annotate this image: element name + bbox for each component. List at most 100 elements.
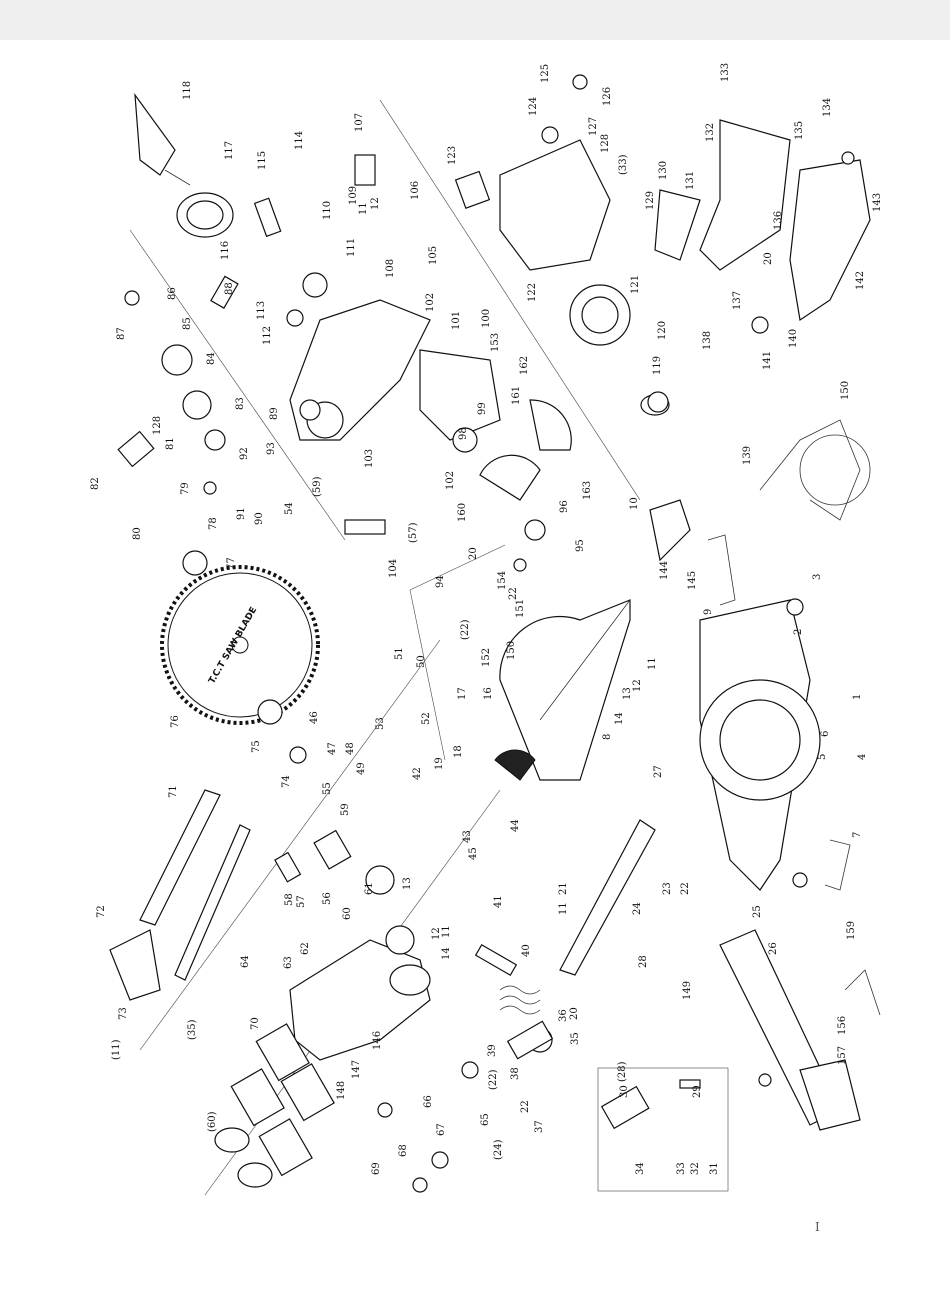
part-number-label: 87 (116, 327, 127, 340)
part-number-label: 48 (345, 742, 356, 755)
part-number-label: (28) (617, 1061, 628, 1082)
part-number-label: 117 (224, 141, 235, 160)
part-number-label: 4 (857, 754, 868, 760)
part-number-label: 136 (773, 211, 784, 230)
part-number-label: 29 (692, 1085, 703, 1098)
part-number-label: 11 (441, 925, 452, 938)
part-number-label: 125 (540, 64, 551, 83)
part-number-label: 40 (521, 944, 532, 957)
part-number-label: 20 (763, 252, 774, 265)
part-number-label: 110 (322, 201, 333, 220)
saw-blade: T.C.T SAW BLADE (160, 565, 320, 725)
part-number-label: 47 (327, 742, 338, 755)
part-number-label: 146 (372, 1031, 383, 1050)
part-number-label: 7 (852, 832, 863, 838)
part-number-label: 73 (118, 1007, 129, 1020)
part-number-label: 163 (582, 481, 593, 500)
part-number-label: 68 (398, 1144, 409, 1157)
part-number-label: 147 (351, 1060, 362, 1079)
part-number-label: 23 (662, 882, 673, 895)
part-number-label: 44 (510, 819, 521, 832)
part-number-label: 124 (528, 97, 539, 116)
part-number-label: 109 (348, 186, 359, 205)
part-number-label: 80 (132, 527, 143, 540)
part-number-label: 128 (600, 134, 611, 153)
part-number-label: 8 (602, 734, 613, 740)
part-number-label: 27 (653, 765, 664, 778)
part-number-label: 46 (309, 711, 320, 724)
lower-guard (479, 399, 572, 501)
part-number-label: 86 (167, 287, 178, 300)
part-number-label: 59 (340, 803, 351, 816)
part-number-label: 2 (793, 629, 804, 635)
part-number-label: 114 (294, 131, 305, 150)
part-number-label: 96 (559, 500, 570, 513)
part-number-label: 45 (468, 847, 479, 860)
part-number-label: 6 (820, 731, 831, 737)
part-number-label: 104 (388, 559, 399, 578)
part-number-label: 82 (90, 477, 101, 490)
part-number-label: 10 (629, 497, 640, 510)
part-number-label: 94 (435, 575, 446, 588)
part-number-label: 49 (356, 762, 367, 775)
part-number-label: 140 (788, 329, 799, 348)
part-number-label: 122 (527, 283, 538, 302)
part-number-label: (22) (488, 1069, 499, 1090)
part-number-label: 56 (322, 892, 333, 905)
part-number-label: 67 (436, 1123, 447, 1136)
guide-lines (129, 99, 729, 1196)
part-number-label: 120 (657, 321, 668, 340)
part-number-label: 38 (510, 1067, 521, 1080)
slide-rails (139, 789, 251, 981)
part-number-label: 154 (497, 571, 508, 590)
part-number-label: 145 (687, 571, 698, 590)
part-number-label: 34 (635, 1162, 646, 1175)
part-number-label: (11) (111, 1039, 122, 1060)
part-number-label: 22 (680, 882, 691, 895)
part-number-label: 57 (296, 895, 307, 908)
top-bar (0, 0, 950, 40)
part-number-label: 102 (425, 293, 436, 312)
part-number-label: 69 (371, 1162, 382, 1175)
part-number-label: 12 (431, 927, 442, 940)
part-number-label: 62 (300, 942, 311, 955)
part-number-label: 77 (226, 557, 237, 570)
part-number-label: 20 (569, 1007, 580, 1020)
part-number-label: (57) (408, 522, 419, 543)
part-number-label: 13 (402, 877, 413, 890)
part-number-label: 111 (346, 238, 357, 257)
part-number-label: 84 (206, 352, 217, 365)
part-number-label: 21 (558, 882, 569, 895)
part-number-label: 54 (284, 502, 295, 515)
part-number-label: 61 (364, 882, 375, 895)
part-number-label: 159 (846, 921, 857, 940)
part-number-label: 28 (638, 955, 649, 968)
part-number-label: 98 (458, 427, 469, 440)
part-number-label: 105 (428, 246, 439, 265)
part-number-label: 78 (208, 517, 219, 530)
part-number-label: 76 (170, 715, 181, 728)
blade-guard-plate (419, 349, 501, 453)
part-number-label: 121 (630, 275, 641, 294)
part-number-label: 90 (254, 512, 265, 525)
part-number-label: 101 (451, 311, 462, 330)
part-number-label: 152 (481, 648, 492, 667)
part-number-label: 51 (394, 647, 405, 660)
small-parts (117, 74, 855, 1193)
part-number-label: 160 (457, 503, 468, 522)
part-number-label: 106 (410, 181, 421, 200)
part-number-label: 83 (235, 397, 246, 410)
part-number-label: 162 (519, 356, 530, 375)
part-number-label: 11 (358, 202, 369, 215)
part-number-label: 75 (251, 740, 262, 753)
part-number-label: 65 (480, 1113, 491, 1126)
bevel-lock-handle (649, 499, 691, 562)
part-number-label: 3 (812, 574, 823, 580)
part-number-label: 1 (852, 694, 863, 700)
part-number-label: 119 (652, 356, 663, 375)
part-number-label: 150 (840, 381, 851, 400)
part-number-label: 33 (676, 1162, 687, 1175)
part-number-label: (22) (460, 619, 471, 640)
